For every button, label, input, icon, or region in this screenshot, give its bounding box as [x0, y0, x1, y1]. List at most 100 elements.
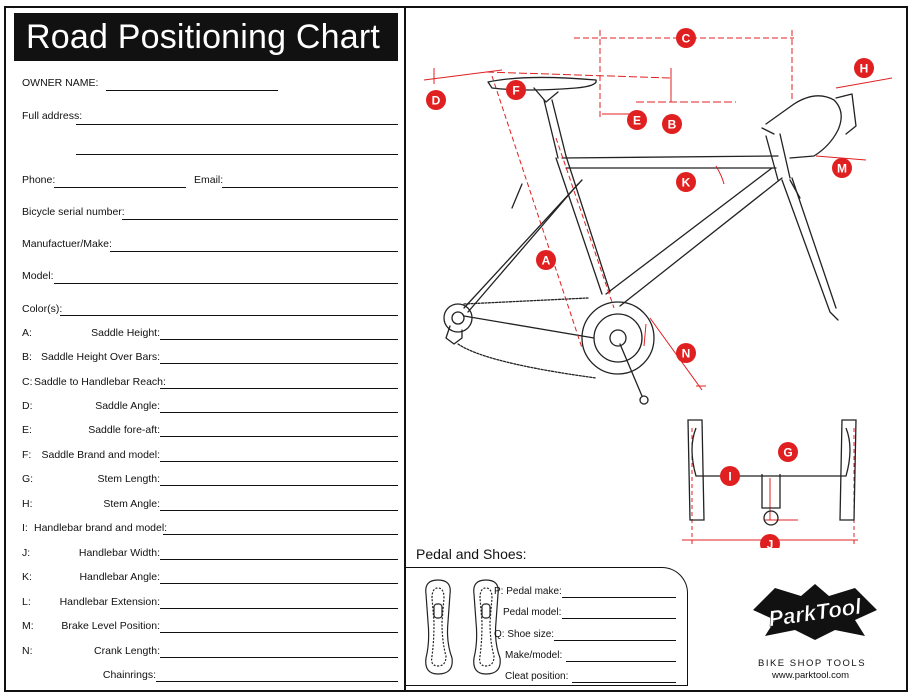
row-k-field[interactable] — [160, 583, 398, 584]
row-e-field[interactable] — [160, 436, 398, 437]
row-j-letter: J: — [22, 547, 31, 559]
row-c-field[interactable] — [160, 388, 398, 389]
row-g-letter: G: — [22, 473, 34, 485]
colors-field[interactable] — [60, 315, 398, 316]
handlebar-top — [691, 427, 851, 477]
row-e-letter: E: — [22, 424, 32, 436]
rear-derailleur — [445, 325, 463, 345]
rear-brake — [511, 183, 523, 209]
head-tube — [765, 135, 779, 181]
row-d-field[interactable] — [160, 412, 398, 413]
row-b-field[interactable] — [160, 363, 398, 364]
bike-diagram: C D F E B H K M A N G I J — [423, 28, 893, 548]
make-label: Manufactuer/Make: — [22, 238, 112, 250]
pedal-make-label: P: Pedal make: — [494, 586, 562, 597]
row-l-letter: L: — [22, 596, 31, 608]
marker-d-label: D — [432, 94, 441, 108]
marker-h: H — [854, 58, 874, 78]
marker-a: A — [536, 250, 556, 270]
line-n-tick1 — [643, 323, 647, 347]
row-k-label: Handlebar Angle: — [79, 571, 160, 583]
shoe-make-field[interactable] — [566, 661, 676, 662]
line-seat-axis — [555, 137, 615, 309]
serial-field[interactable] — [122, 219, 398, 220]
row-j-label: Handlebar Width: — [78, 547, 160, 559]
hood-right — [839, 419, 857, 521]
marker-b: B — [662, 114, 682, 134]
address-field-1[interactable] — [76, 124, 398, 125]
head-tube-edge — [779, 133, 791, 179]
down-tube — [605, 167, 773, 295]
seatpost — [543, 99, 559, 159]
chain-bottom — [457, 343, 597, 379]
marker-f-label: F — [512, 84, 519, 98]
row-f-field[interactable] — [160, 461, 398, 462]
row-j-field[interactable] — [160, 559, 398, 560]
line-d — [423, 69, 503, 81]
brand-tagline: BIKE SHOP TOOLS — [758, 658, 867, 669]
phone-field[interactable] — [54, 187, 186, 188]
row-d-label: Saddle Angle: — [95, 400, 160, 412]
diagram-panel: C D F E B H K M A N G I J Pedal and Shoe… — [406, 8, 906, 690]
marker-k-label: K — [682, 176, 691, 190]
handlebar-top-view — [687, 419, 857, 526]
line-n — [649, 317, 703, 391]
seat-tube — [555, 157, 603, 295]
marker-c: C — [676, 28, 696, 48]
handlebar-drop — [789, 95, 842, 159]
serial-label: Bicycle serial number: — [22, 206, 125, 218]
spider — [593, 313, 643, 363]
email-label: Email: — [194, 174, 224, 186]
marker-g-label: G — [783, 446, 792, 460]
cleat-field[interactable] — [572, 682, 676, 683]
chainring — [581, 301, 655, 375]
phone-label: Phone: — [22, 174, 56, 186]
row-d-letter: D: — [22, 400, 33, 412]
address-field-2[interactable] — [76, 154, 398, 155]
row-h-letter: H: — [22, 498, 33, 510]
owner-name-field[interactable] — [106, 90, 278, 91]
row-m-label: Brake Level Position: — [61, 620, 160, 632]
shoe-size-field[interactable] — [554, 640, 676, 641]
shoe-soles-icon — [425, 579, 501, 675]
brand-url[interactable]: www.parktool.com — [772, 670, 850, 681]
marker-f: F — [506, 80, 526, 100]
shoe-size-label: Q: Shoe size: — [494, 629, 555, 640]
row-m-field[interactable] — [160, 632, 398, 633]
full-address-label: Full address: — [22, 110, 83, 122]
row-a-field[interactable] — [160, 339, 398, 340]
fork — [781, 179, 839, 321]
cleat-label: Cleat position: — [505, 671, 569, 682]
row-b-letter: B: — [22, 351, 32, 363]
parktool-logo: ParkTool — [753, 584, 877, 640]
row-c-label: Saddle to Handlebar Reach: — [34, 376, 166, 388]
row-n-field[interactable] — [160, 657, 398, 658]
bottom-bracket — [609, 329, 627, 347]
cassette-hub — [451, 311, 465, 325]
row-i-field[interactable] — [163, 534, 398, 535]
row-chainrings-field[interactable] — [156, 681, 398, 682]
pedal-model-label: Pedal model: — [503, 607, 562, 618]
row-h-field[interactable] — [160, 510, 398, 511]
row-l-field[interactable] — [160, 608, 398, 609]
chainstay — [463, 315, 595, 339]
line-b-top — [485, 71, 672, 79]
model-label: Model: — [22, 270, 54, 282]
saddle — [487, 76, 597, 91]
seatstay-inner — [467, 183, 579, 313]
row-f-letter: F: — [22, 449, 32, 461]
down-tube-edge — [619, 177, 783, 307]
row-e-label: Saddle fore-aft: — [88, 424, 160, 436]
row-g-label: Stem Length: — [97, 473, 160, 485]
model-field[interactable] — [54, 283, 398, 284]
pedal-model-field[interactable] — [562, 618, 676, 619]
line-m — [815, 155, 867, 161]
saddle-rails — [533, 87, 559, 103]
row-l-label: Handlebar Extension: — [59, 596, 160, 608]
row-chainrings-label: Chainrings: — [102, 669, 156, 681]
row-g-field[interactable] — [160, 485, 398, 486]
pedal-make-field[interactable] — [562, 597, 676, 598]
email-field[interactable] — [222, 187, 398, 188]
make-field[interactable] — [110, 251, 398, 252]
front-brake — [789, 179, 801, 199]
